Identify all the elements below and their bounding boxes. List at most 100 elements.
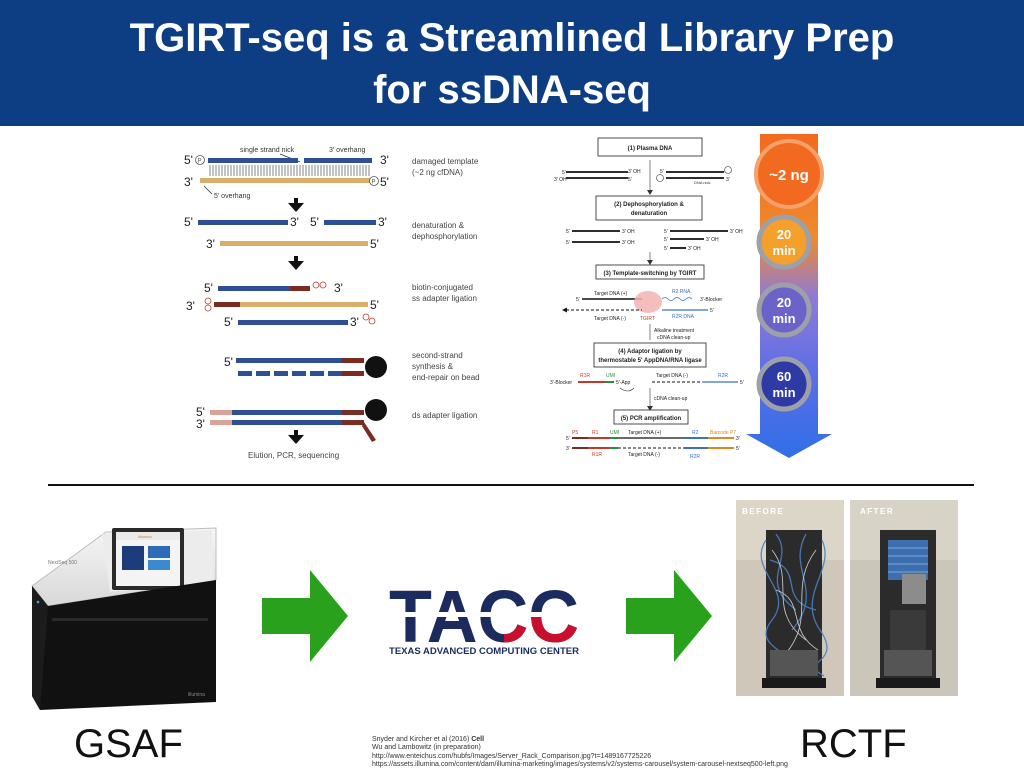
step-box-5 (613, 409, 689, 425)
timeline-step-1: ~2 ng (754, 139, 824, 209)
end-5: 5' (224, 315, 233, 329)
end-3: 3' (290, 215, 299, 229)
base-pair-ticks (209, 165, 370, 176)
end-3: 3' (378, 215, 387, 229)
svg-text:R1R: R1R (580, 373, 590, 379)
svg-text:3': 3' (566, 446, 570, 452)
template-bottom-strand (200, 178, 370, 183)
end-5: 5' (310, 215, 319, 229)
end-5: 5' (370, 237, 379, 251)
end-5-top: 5' (184, 153, 193, 167)
server-rack-after-photo: AFTER (850, 500, 958, 696)
step-box-3-label: (3) Template-switching by TGIRT (604, 271, 697, 277)
svg-text:5': 5' (664, 246, 668, 252)
step-5-label: ds adapter ligation (412, 411, 477, 420)
svg-text:3'-Blocker: 3'-Blocker (700, 297, 722, 303)
svg-text:min: min (772, 243, 795, 258)
references: Snyder and Kircher et al (2016) Cell Wu … (372, 736, 788, 769)
svg-text:R2R: R2R (690, 454, 700, 460)
biotin-hairpin-icon (312, 281, 327, 289)
svg-text:cDNA clean-up: cDNA clean-up (657, 335, 691, 341)
svg-text:Target DNA (-): Target DNA (-) (594, 316, 626, 322)
template-top-strand-right (304, 158, 372, 163)
svg-text:20: 20 (777, 227, 791, 242)
before-label: BEFORE (742, 507, 784, 516)
green-arrow-right-icon (262, 570, 348, 662)
svg-text:60: 60 (777, 369, 791, 384)
step-box-5-label: (5) PCR amplification (621, 416, 682, 422)
strand-tan (240, 302, 368, 307)
strand-blue (198, 220, 288, 225)
svg-text:Alkaline treatment: Alkaline treatment (654, 328, 695, 334)
svg-text:3' OH: 3' OH (688, 246, 701, 252)
timeline-step-4: 60 min (756, 356, 812, 412)
step-4-label-b: synthesis & (412, 362, 454, 371)
svg-text:min: min (772, 311, 795, 326)
svg-text:5': 5' (566, 229, 570, 235)
end-5-bottom: 5' (380, 175, 389, 189)
svg-text:3' OH: 3' OH (622, 229, 635, 235)
step-box-1 (597, 137, 703, 157)
svg-text:5': 5' (660, 169, 664, 175)
svg-text:R1: R1 (592, 430, 599, 436)
svg-text:5': 5' (628, 177, 632, 183)
down-arrow-icon (288, 430, 304, 444)
svg-text:TACC: TACC (389, 582, 579, 658)
svg-text:3' OH: 3' OH (554, 177, 567, 183)
svg-text:R1R: R1R (592, 452, 602, 458)
end-3: 3' (206, 237, 215, 251)
svg-text:~2 ng: ~2 ng (769, 167, 809, 184)
svg-text:3' OH: 3' OH (706, 237, 719, 243)
svg-text:TGIRT: TGIRT (640, 316, 655, 322)
svg-text:illumina: illumina (188, 692, 205, 698)
label-5-overhang: 5' overhang (214, 193, 250, 200)
end-3: 3' (196, 417, 205, 431)
reference-1-journal: Cell (471, 736, 485, 743)
adapter-segment (290, 286, 310, 291)
step-2-label-b: dephosphorylation (412, 232, 477, 241)
svg-text:Target DNA (-): Target DNA (-) (628, 452, 660, 458)
phosphate-icon: P (369, 176, 379, 186)
end-3: 3' (350, 315, 359, 329)
svg-text:Target DNA (-): Target DNA (-) (656, 373, 688, 379)
bead-icon (365, 399, 387, 421)
end-5: 5' (204, 281, 213, 295)
end-3-top: 3' (380, 153, 389, 167)
rctf-label: RCTF (800, 722, 907, 766)
svg-text:5': 5' (740, 380, 744, 386)
slide-title-line-2: for ssDNA-seq (373, 68, 651, 112)
strand-blue (238, 320, 348, 325)
reference-2: Wu and Lambowitz (in preparation) (372, 744, 481, 752)
svg-text:Barcode P7: Barcode P7 (710, 430, 736, 436)
end-3-bottom: 3' (184, 175, 193, 189)
title-bar: TGIRT-seq is a Streamlined Library Prep … (0, 0, 1024, 126)
svg-text:illumina: illumina (138, 534, 152, 539)
adapter-segment (214, 302, 240, 307)
cfdna-library-workflow-diagram: single strand nick 3' overhang 5' P 3' 3… (184, 147, 480, 460)
svg-text:5': 5' (664, 229, 668, 235)
step-box-4 (593, 342, 707, 368)
timeline-arrow: ~2 ng 20 min 20 min 60 min (746, 134, 832, 458)
section-divider (48, 484, 974, 486)
svg-text:R2R DNA: R2R DNA (672, 314, 695, 320)
step-box-3 (595, 264, 705, 280)
step-4-label-c: end-repair on bead (412, 373, 480, 382)
reference-3-url[interactable]: http://www.enteichus.com/hubfs/Images/Se… (372, 752, 652, 760)
tacc-subtitle: TEXAS ADVANCED COMPUTING CENTER (389, 646, 579, 657)
strand-blue (218, 286, 290, 291)
step-box-2-label-b: denaturation (631, 211, 668, 217)
down-arrow-icon (288, 256, 304, 270)
end-5: 5' (196, 405, 205, 419)
reference-4-url[interactable]: https://assets.illumina.com/content/dam/… (372, 760, 788, 768)
biotin-hairpin-icon (204, 297, 212, 312)
step-3-label-a: biotin-conjugated (412, 283, 473, 292)
svg-text:UMI: UMI (610, 430, 619, 436)
svg-text:5': 5' (566, 240, 570, 246)
reference-1-authors: Snyder and Kircher et al (2016) (372, 736, 470, 743)
end-5: 5' (370, 298, 379, 312)
ds-adapter-segment (210, 410, 232, 415)
svg-text:Target DNA (+): Target DNA (+) (628, 430, 662, 436)
timeline-step-3: 20 min (756, 282, 812, 338)
svg-text:5': 5' (710, 308, 714, 314)
svg-text:3' OH: 3' OH (622, 240, 635, 246)
